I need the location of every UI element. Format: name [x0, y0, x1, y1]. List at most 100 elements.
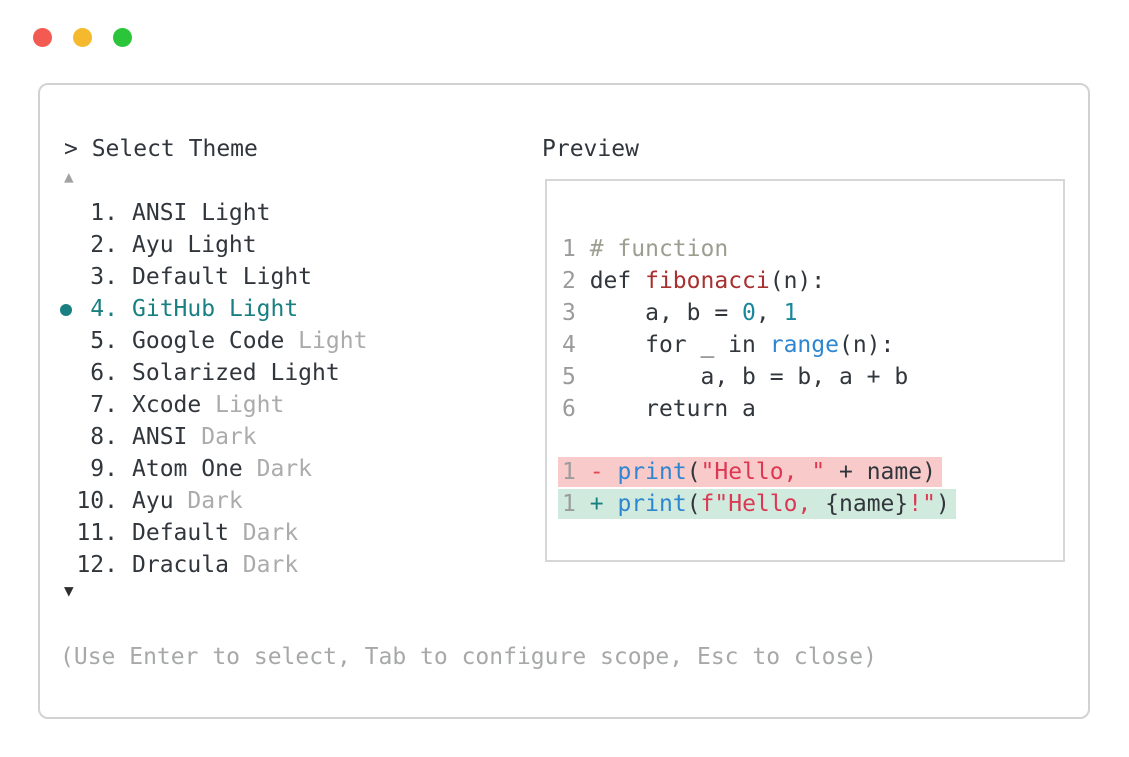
code-line: 5 a, b = b, a + b: [562, 361, 1063, 393]
code-segment-plain: (: [686, 459, 701, 485]
theme-item-number: 1.: [90, 200, 118, 226]
code-segment-blue: range: [769, 332, 839, 358]
code-segment-plain: [576, 459, 590, 485]
diff-block: 1 - print("Hello, " + name)1 + print(f"H…: [558, 457, 1063, 519]
code-segment-string: "Hello, ": [700, 459, 826, 485]
theme-item-number: 8.: [90, 424, 118, 450]
code-segment-linenum: 3: [562, 300, 576, 326]
theme-item-variant: Dark: [242, 456, 313, 482]
theme-item-variant: Dark: [228, 552, 299, 578]
theme-item-number: 10.: [76, 488, 118, 514]
code-segment-plain: a, b =: [575, 300, 743, 326]
theme-item-variant: Dark: [173, 488, 243, 514]
theme-list-item[interactable]: 1. ANSI Light: [60, 197, 367, 229]
code-segment-plain: [604, 459, 618, 485]
code-segment-plus: +: [589, 491, 604, 517]
theme-item-variant: Light: [215, 296, 299, 322]
theme-item-name: Default: [132, 520, 229, 546]
close-button-icon[interactable]: [33, 28, 52, 47]
code-segment-plain: + name): [825, 459, 936, 485]
theme-list-item[interactable]: 3.Default Light: [60, 261, 367, 293]
theme-list-item[interactable]: 10. Ayu Dark: [60, 485, 367, 517]
code-segment-string: f"Hello,: [700, 491, 826, 517]
theme-item-number: 6.: [90, 360, 118, 386]
theme-item-name: ANSI: [132, 424, 188, 450]
code-segment-linenum: 5: [562, 364, 576, 390]
code-segment-comment: # function: [589, 236, 729, 262]
code-segment-number: 0: [742, 300, 756, 326]
code-line: 2 def fibonacci(n):: [562, 265, 1063, 297]
diff-line-added: 1 + print(f"Hello, {name}!"): [558, 489, 956, 519]
theme-item-variant: Light: [187, 200, 271, 226]
code-segment-plain: {name}: [825, 491, 909, 517]
theme-item-number: 3.: [90, 264, 118, 290]
theme-list-item[interactable]: 6.Solarized Light: [60, 357, 367, 389]
code-segment-blue: print: [617, 459, 687, 485]
minimize-button-icon[interactable]: [73, 28, 92, 47]
theme-list-item[interactable]: 11. Default Dark: [60, 517, 367, 549]
code-segment-func: fibonacci: [645, 268, 770, 294]
maximize-button-icon[interactable]: [113, 28, 132, 47]
window-traffic-lights: [33, 28, 132, 47]
code-segment-minus: -: [589, 459, 604, 485]
theme-item-name: Default: [132, 264, 229, 290]
theme-list-item[interactable]: 2.Ayu Light: [60, 229, 367, 261]
code-segment-plain: [576, 491, 590, 517]
theme-list-item[interactable]: 9. Atom One Dark: [60, 453, 367, 485]
code-segment-plain: a, b = b, a + b: [575, 364, 909, 390]
select-theme-prompt: > Select Theme: [64, 136, 258, 162]
code-segment-plain: ,: [755, 300, 784, 326]
theme-item-name: GitHub: [132, 296, 216, 322]
code-segment-plain: (n):: [769, 268, 826, 294]
code-segment-linenum: 6: [562, 396, 576, 422]
theme-item-name: Dracula: [132, 552, 229, 578]
theme-item-name: Atom One: [132, 456, 243, 482]
code-segment-plain: for _ in: [575, 332, 770, 358]
preview-label: Preview: [542, 136, 639, 162]
theme-item-variant: Light: [201, 392, 285, 418]
diff-line-removed: 1 - print("Hello, " + name): [558, 457, 942, 487]
code-segment-linenum: 1: [562, 459, 576, 485]
theme-item-number: 11.: [76, 520, 118, 546]
code-segment-plain: def: [575, 268, 646, 294]
theme-item-name: Ayu: [132, 232, 174, 258]
theme-item-name: Xcode: [132, 392, 202, 418]
theme-item-name: Ayu: [132, 488, 174, 514]
theme-item-variant: Light: [256, 360, 340, 386]
code-segment-linenum: 1: [562, 236, 576, 262]
code-line: 4 for _ in range(n):: [562, 329, 1063, 361]
theme-item-name: ANSI: [132, 200, 188, 226]
code-segment-linenum: 1: [562, 491, 576, 517]
theme-item-variant: Light: [284, 328, 368, 354]
code-line: 1 # function: [562, 233, 1063, 265]
theme-item-name: Google Code: [132, 328, 285, 354]
code-segment-string: !": [908, 491, 936, 517]
code-segment-plain: (n):: [838, 332, 895, 358]
theme-item-number: 12.: [76, 552, 118, 578]
code-segment-number: 1: [783, 300, 798, 326]
scroll-up-icon[interactable]: ▲: [64, 167, 74, 186]
code-segment-blue: print: [617, 491, 687, 517]
theme-item-number: 5.: [90, 328, 118, 354]
theme-list-item[interactable]: 5. Google Code Light: [60, 325, 367, 357]
theme-item-variant: Dark: [228, 520, 299, 546]
theme-item-variant: Dark: [187, 424, 257, 450]
theme-item-number: 9.: [90, 456, 118, 482]
theme-list-item[interactable]: 7. Xcode Light: [60, 389, 367, 421]
theme-list-item[interactable]: 4.GitHub Light: [60, 293, 367, 325]
theme-list-item[interactable]: 12. Dracula Dark: [60, 549, 367, 581]
code-line: 6 return a: [562, 393, 1063, 425]
selected-bullet-icon: [60, 304, 72, 316]
theme-item-variant: Light: [173, 232, 257, 258]
code-segment-linenum: 2: [562, 268, 576, 294]
code-segment-plain: ): [935, 491, 950, 517]
theme-item-number: 7.: [90, 392, 118, 418]
scroll-down-icon[interactable]: ▼: [64, 581, 74, 600]
keyboard-hint: (Use Enter to select, Tab to configure s…: [60, 644, 877, 670]
theme-list-item[interactable]: 8. ANSI Dark: [60, 421, 367, 453]
selected-bullet-icon: [60, 293, 76, 325]
